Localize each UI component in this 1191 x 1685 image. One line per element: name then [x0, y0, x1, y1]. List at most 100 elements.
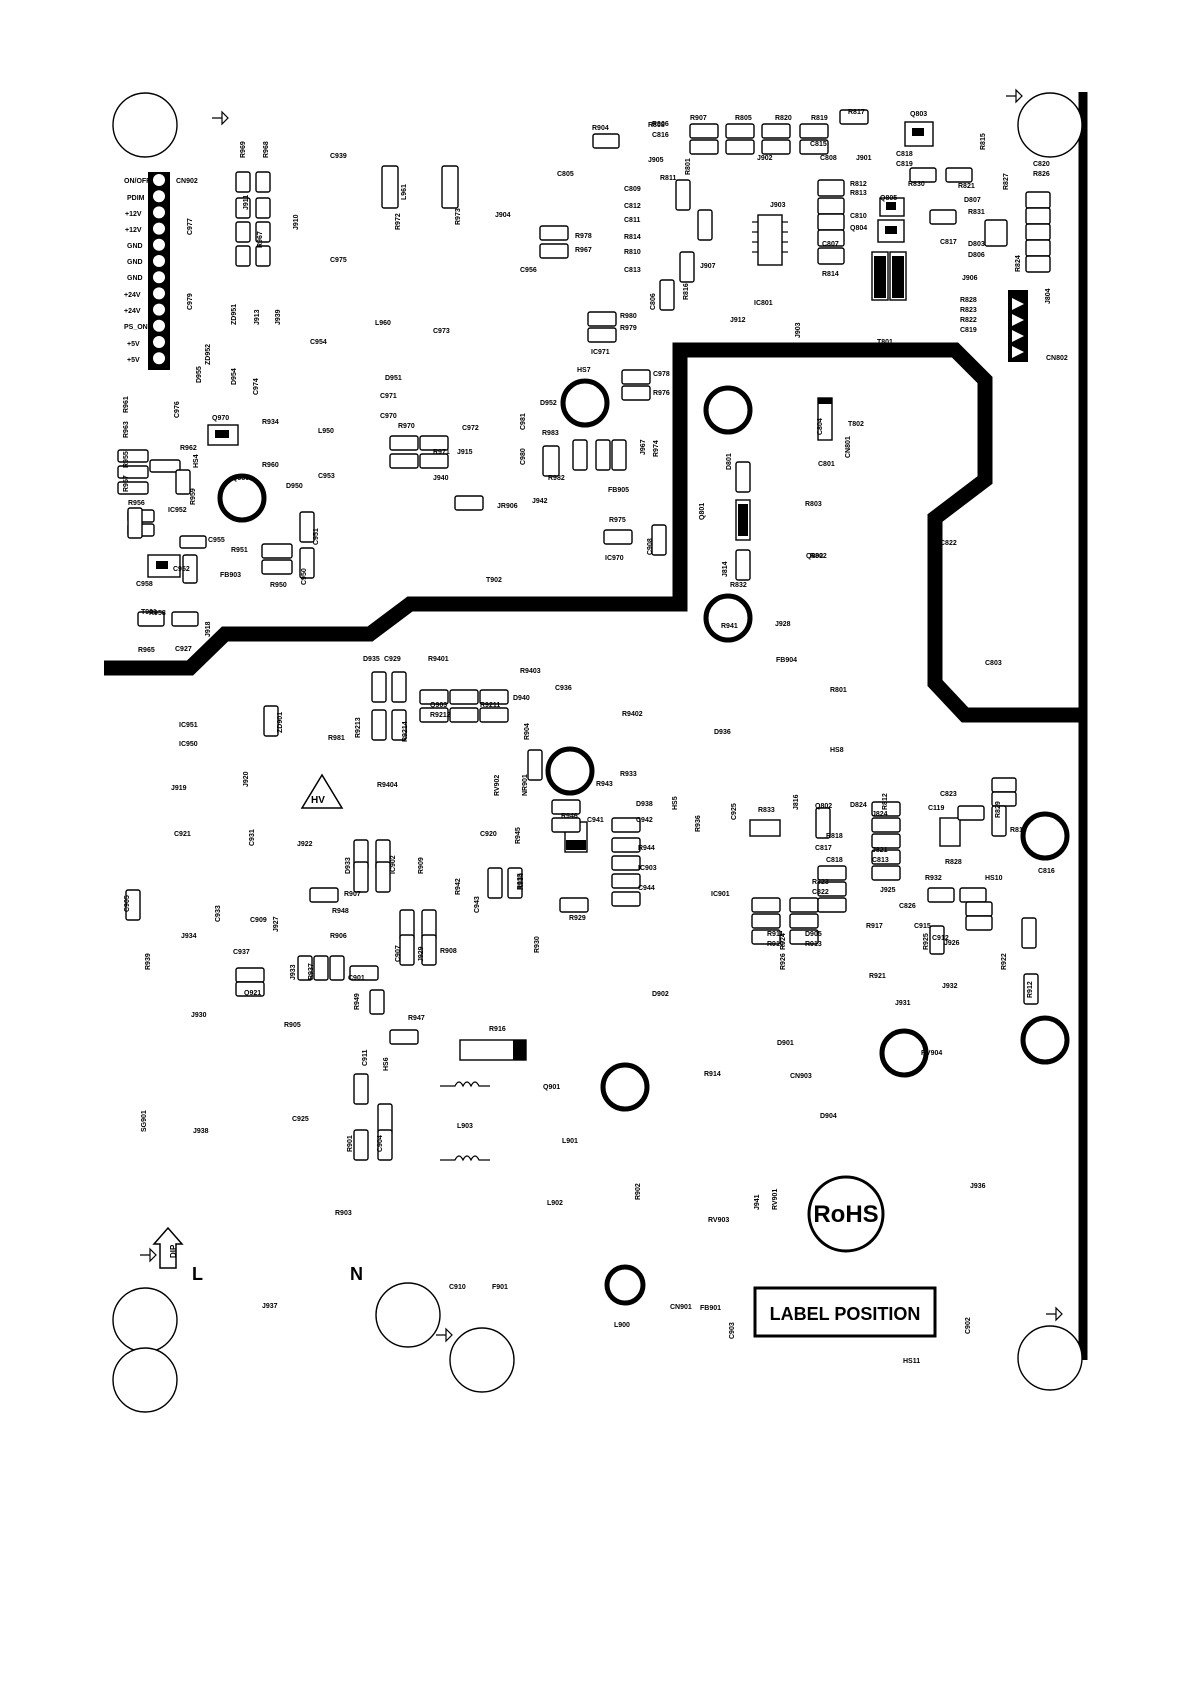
refdes-label: C925: [292, 1116, 309, 1123]
refdes-label: T802: [848, 421, 864, 428]
smd-pad: [255, 197, 271, 219]
refdes-label: R832: [730, 582, 747, 589]
refdes-label: HS4: [193, 454, 200, 468]
refdes-label: C981: [520, 413, 527, 430]
mounting-hole: [112, 1347, 178, 1413]
refdes-label: J903: [795, 322, 802, 338]
refdes-label: C915: [914, 923, 931, 930]
refdes-label: R906: [652, 121, 669, 128]
refdes-label: C818: [826, 857, 843, 864]
refdes-label: C979: [187, 293, 194, 310]
smd-pads: [117, 109, 1051, 1161]
rohs-text: RoHS: [813, 1201, 878, 1228]
refdes-label: C819: [896, 161, 913, 168]
refdes-label: D940: [513, 695, 530, 702]
refdes-label: R982: [548, 475, 565, 482]
smd-pad: [551, 799, 581, 815]
refdes-label: R944: [638, 845, 655, 852]
heatsink-pad-upper-right: [703, 385, 753, 435]
refdes-label: C912: [932, 935, 949, 942]
mounting-hole: [449, 1327, 515, 1393]
smd-pad: [587, 311, 617, 327]
heatsink-pad-hs10: [1020, 811, 1070, 861]
smd-pad: [419, 435, 449, 451]
refdes-label: R959: [190, 488, 197, 505]
connector-pin: [153, 190, 165, 203]
smd-pad: [449, 707, 479, 723]
refdes-label: C980: [520, 448, 527, 465]
smd-pad: [689, 139, 719, 155]
refdes-label: C812: [624, 203, 641, 210]
refdes-label: D801: [726, 453, 733, 470]
refdes-label: RV901: [772, 1189, 779, 1210]
smd-pad: [419, 453, 449, 469]
refdes-label: R906: [330, 933, 347, 940]
refdes-label: R980: [620, 313, 637, 320]
refdes-label: C805: [557, 171, 574, 178]
connector-pin: [153, 255, 165, 267]
refdes-label: J906: [962, 275, 978, 282]
smd-pad: [441, 165, 459, 209]
pin-label: GND: [127, 275, 143, 282]
refdes-label: HS8: [830, 747, 844, 754]
refdes-label: J967: [640, 439, 647, 455]
pin-label: +12V: [125, 227, 142, 234]
refdes-label: R903: [335, 1210, 352, 1217]
refdes-label: R967: [257, 231, 264, 248]
smd-pad: [991, 805, 1007, 837]
heatsink-pad-hs5: [545, 746, 595, 796]
refdes-label: J941: [754, 1194, 761, 1210]
smd-pad: [149, 459, 181, 473]
smd-pad: [725, 123, 755, 139]
smd-pad: [182, 554, 198, 584]
smd-pad: [735, 549, 751, 581]
refdes-label: R803: [805, 501, 822, 508]
refdes-label: D955: [196, 366, 203, 383]
refdes-label: R957: [123, 475, 130, 492]
smd-pad: [1025, 223, 1051, 241]
smd-pad: [871, 817, 901, 833]
refdes-label: R910: [767, 941, 784, 948]
smd-pad: [235, 171, 251, 193]
refdes-label: HS7: [577, 367, 591, 374]
smd-pad: [611, 891, 641, 907]
refdes-label: R9402: [622, 711, 643, 718]
smd-pad: [945, 167, 973, 183]
smd-pad: [735, 461, 751, 493]
refdes-label: J938: [193, 1128, 209, 1135]
smd-pad: [175, 469, 191, 495]
refdes-label: R907: [690, 115, 707, 122]
smd-pad: [611, 817, 641, 833]
smd-pad: [371, 709, 387, 741]
refdes-label: C904: [377, 1135, 384, 1152]
refdes-label: IC950: [179, 741, 198, 748]
smd-pad: [1025, 255, 1051, 273]
heatsink-pad-hs4: [217, 473, 267, 523]
refdes-label: J939: [275, 309, 282, 325]
refdes-label: R963: [123, 421, 130, 438]
refdes-label: D938: [636, 801, 653, 808]
refdes-label: R909: [418, 857, 425, 874]
refdes-label: R9214: [402, 721, 409, 742]
refdes-label: L900: [614, 1322, 630, 1329]
refdes-label: C970: [380, 413, 397, 420]
refdes-label: J903: [770, 202, 786, 209]
smd-pad: [389, 1029, 419, 1045]
refdes-label: C978: [653, 371, 670, 378]
refdes-label: R943: [596, 781, 613, 788]
smd-pad: [817, 247, 845, 265]
refdes-label: J915: [457, 449, 473, 456]
smd-pad: [309, 887, 339, 903]
smd-pad: [871, 833, 901, 849]
refdes-label: D952: [540, 400, 557, 407]
smd-pad: [815, 807, 831, 839]
refdes-label: Q970: [212, 415, 229, 422]
component-outlines: [147, 121, 961, 1162]
smd-pad: [507, 867, 523, 899]
refdes-label: C813: [872, 857, 889, 864]
refdes-label: ZD951: [231, 304, 238, 325]
label-position-text: LABEL POSITION: [770, 1304, 921, 1324]
refdes-label: RV903: [708, 1217, 729, 1224]
connector-pin: [153, 271, 165, 284]
rohs-logo: RoHS: [807, 1175, 885, 1253]
